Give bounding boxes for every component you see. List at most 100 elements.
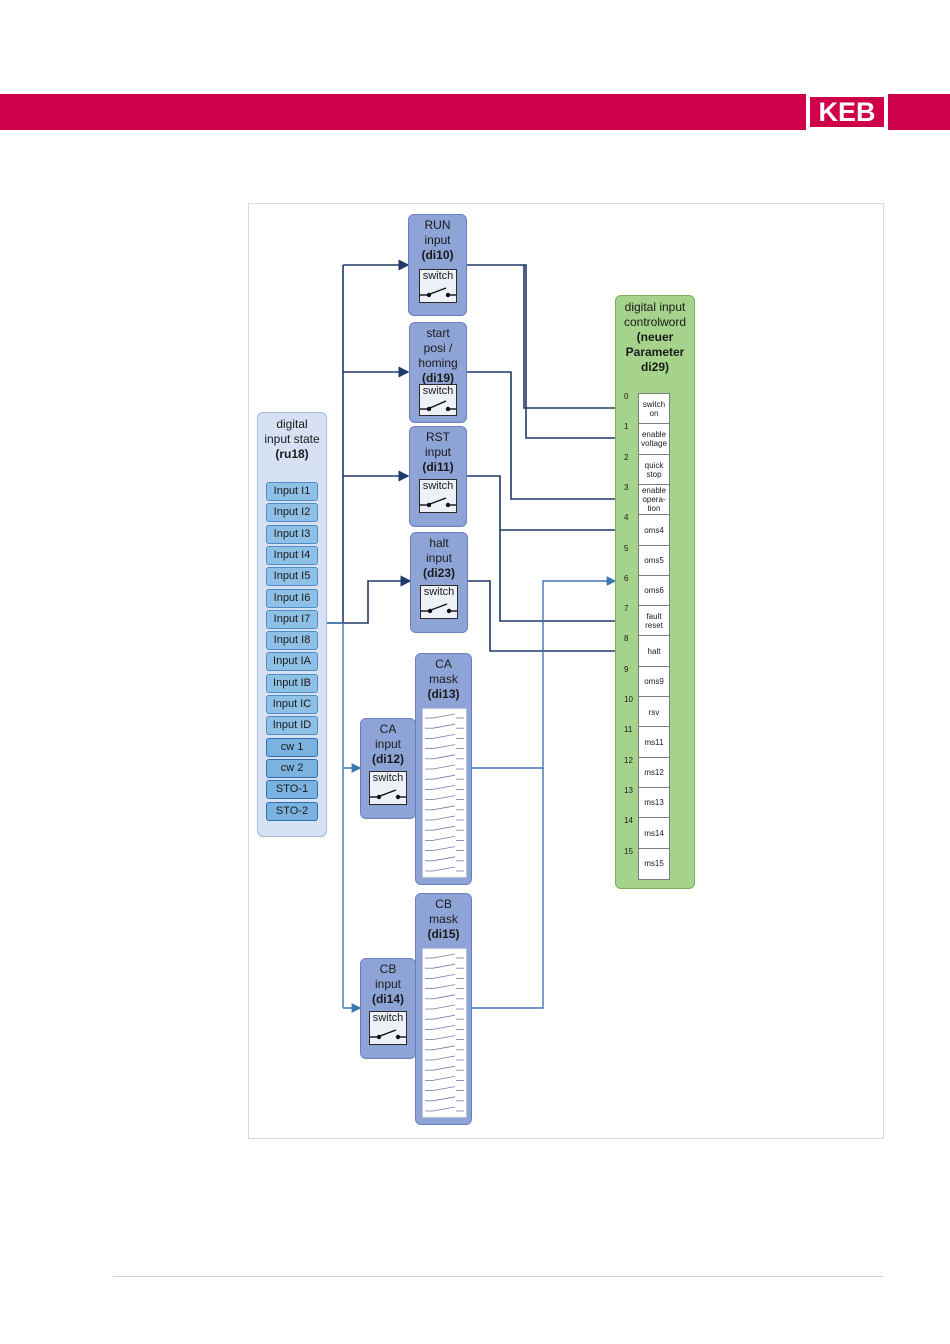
mask-switch-row — [425, 1096, 464, 1102]
bit-label: enable opera-tion — [641, 486, 667, 514]
bit-index: 4 — [624, 513, 629, 523]
cbmask-line2: mask — [429, 912, 458, 926]
input-state-item: STO-2 — [266, 801, 318, 821]
mask-switch-row — [425, 953, 464, 959]
cbmask-line1: CB — [435, 897, 452, 911]
cb-switch: switch — [369, 1011, 407, 1045]
controlword-block: digital input controlword (neuer Paramet… — [615, 295, 695, 889]
input-state-item: STO-1 — [266, 780, 318, 800]
logo-text: KEB — [810, 97, 884, 127]
mask-switch-row — [425, 1086, 464, 1092]
cainput-line2: input — [374, 737, 402, 751]
mask-switch-row — [425, 1035, 464, 1040]
switch-icon — [420, 497, 456, 508]
rst-switch-label: switch — [422, 480, 454, 492]
start-line1: start — [426, 326, 450, 340]
mask-switch-row — [425, 1076, 464, 1081]
switch-icon — [420, 287, 456, 298]
bit-label: oms5 — [644, 556, 664, 565]
bit-cell: enable voltage — [638, 423, 670, 456]
cbmask-out — [471, 768, 544, 1009]
input-state-item: cw 1 — [266, 737, 318, 757]
footer-rule — [113, 1276, 883, 1277]
halt-param: (di23) — [422, 566, 455, 580]
bit-label: switch on — [642, 400, 666, 418]
mask-switch-row — [425, 1004, 464, 1010]
bit-label: enable voltage — [641, 430, 667, 449]
cbinput-line2: input — [374, 977, 402, 991]
bit-label: ms12 — [644, 768, 664, 778]
mask-switch-row — [425, 723, 464, 729]
bus-main — [326, 265, 344, 624]
run-to-bit1 — [524, 264, 640, 444]
bit-label: ms14 — [644, 828, 664, 838]
ca-mask-block: CA mask (di13) — [415, 653, 472, 885]
run-param: (di10) — [421, 248, 454, 262]
bit-index: 15 — [624, 846, 633, 856]
run-switch-label: switch — [422, 270, 454, 282]
rst-to-bit7 — [499, 530, 640, 627]
state-param: (ru18) — [275, 447, 309, 461]
input-state-item: Input I7 — [266, 609, 318, 629]
mask-switch-row — [425, 774, 464, 780]
camask-line1: CA — [435, 657, 452, 671]
input-state-item: Input I4 — [266, 545, 318, 565]
switch-icon — [370, 1029, 406, 1040]
input-state-item: Input IB — [266, 673, 318, 693]
cw-title-1: digital input — [624, 300, 686, 314]
cb-switch-label: switch — [372, 1012, 404, 1024]
start-line2: posi / — [423, 341, 453, 355]
bit-index: 7 — [624, 604, 629, 614]
mask-switch-row — [425, 1014, 464, 1020]
camask-line2: mask — [429, 672, 458, 686]
bit-index: 5 — [624, 543, 629, 553]
state-title-2: input state — [264, 432, 320, 446]
bit-index: 1 — [624, 422, 629, 432]
rst-to-bit4 — [465, 475, 640, 536]
bit-label: ms11 — [644, 737, 664, 747]
camask-param: (di13) — [427, 687, 460, 701]
run-line2: input — [424, 233, 451, 247]
mask-switch-row — [425, 805, 464, 811]
start-switch: switch — [419, 384, 457, 416]
start-param: (di19) — [421, 371, 454, 385]
bit-label: ms13 — [644, 798, 664, 808]
run-to-bit0 — [465, 264, 640, 414]
feed-halt — [343, 575, 412, 624]
input-state-item: Input IC — [266, 695, 318, 714]
bit-cell: fault reset — [638, 605, 670, 638]
mask-switch-row — [425, 974, 464, 979]
header-band — [0, 94, 950, 130]
state-title-1: digital — [276, 417, 308, 431]
bus-ca-cb — [326, 622, 344, 1008]
bit-cell: ms13 — [638, 786, 670, 819]
rst-line2: input — [424, 445, 452, 459]
halt-line1: halt — [429, 536, 449, 550]
bit-index: 8 — [624, 634, 629, 644]
input-state-item: cw 2 — [266, 758, 318, 778]
mask-switch-row — [425, 754, 464, 760]
ca-input-block: CA input (di12) switch — [360, 718, 416, 819]
bit-cell: halt — [638, 635, 670, 668]
start-switch-label: switch — [422, 385, 454, 397]
input-state-item: Input I5 — [266, 567, 318, 587]
bit-index: 9 — [624, 664, 629, 674]
mask-switch-row — [425, 1065, 464, 1071]
cw-bold-2: Parameter — [625, 345, 685, 359]
mask-switches-icon — [425, 953, 464, 1112]
bit-cell: rsv — [638, 696, 670, 728]
bit-label: oms9 — [644, 677, 664, 687]
mask-switch-row — [425, 815, 464, 821]
keb-logo: KEB — [806, 94, 888, 130]
mask-switch-row — [425, 984, 464, 989]
input-state-item: Input I3 — [266, 524, 318, 544]
bit-label: oms4 — [644, 525, 664, 535]
bit-cell: enable opera-tion — [638, 483, 670, 516]
halt-line2: input — [425, 551, 453, 565]
bit-index: 6 — [624, 573, 629, 583]
input-state-item: Input IA — [266, 652, 318, 672]
bit-label: oms6 — [644, 586, 664, 596]
run-switch: switch — [419, 269, 457, 303]
bit-label: ms15 — [644, 859, 664, 868]
